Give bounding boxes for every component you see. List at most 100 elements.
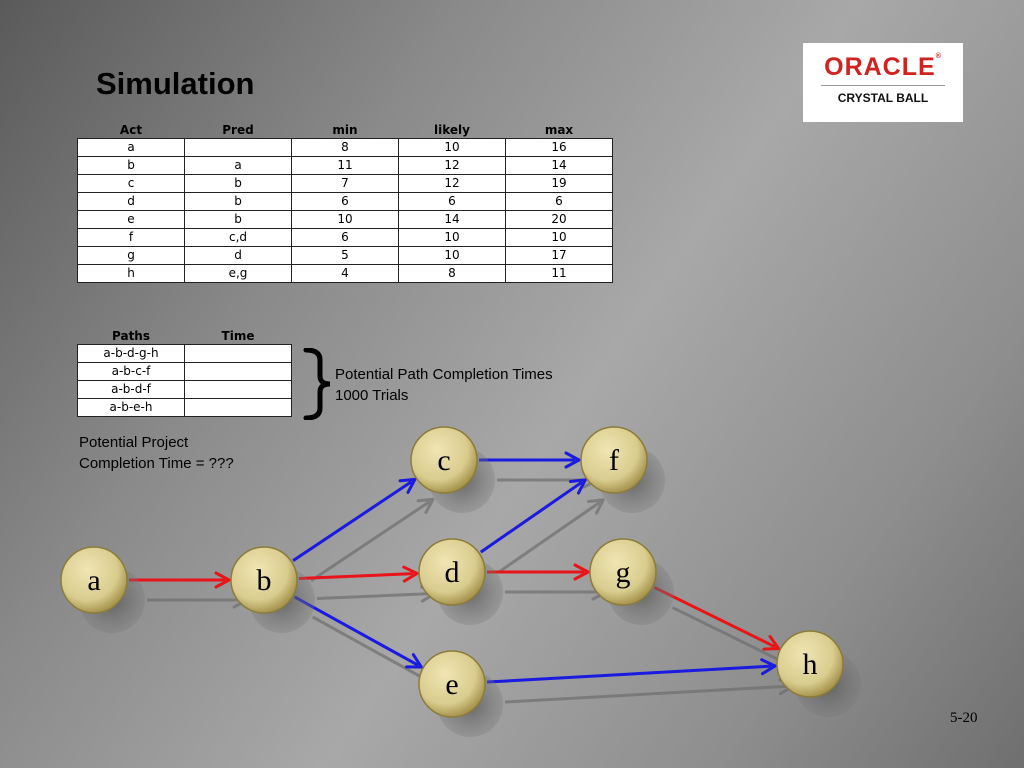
nodes: a b c d e f g h bbox=[60, 426, 844, 718]
cell-pred: b bbox=[184, 210, 292, 229]
cell-min: 7 bbox=[291, 174, 399, 193]
edge-shadow-b-d bbox=[316, 585, 437, 603]
cell-time bbox=[184, 344, 292, 363]
path-times-note: Potential Path Completion Times 1000 Tri… bbox=[335, 364, 553, 406]
path-times-note-line2: 1000 Trials bbox=[335, 387, 409, 404]
cell-min: 4 bbox=[291, 264, 399, 283]
cell-max: 19 bbox=[505, 174, 613, 193]
cell-act: h bbox=[77, 264, 185, 283]
cell-pred bbox=[184, 138, 292, 157]
header-min: min bbox=[332, 123, 358, 137]
node-label-b: b bbox=[257, 564, 272, 597]
cell-likely: 12 bbox=[398, 156, 506, 175]
cell-act: g bbox=[77, 246, 185, 265]
cell-act: a bbox=[77, 138, 185, 157]
edge-shadow-d-g bbox=[505, 583, 608, 601]
header-paths: Paths bbox=[112, 329, 150, 343]
cell-act: c bbox=[77, 174, 185, 193]
table-row: a-b-e-h bbox=[77, 398, 292, 417]
node-g: g bbox=[589, 538, 657, 606]
cell-time bbox=[184, 398, 292, 417]
table-row: f c,d 6 10 10 bbox=[77, 228, 613, 247]
cell-act: e bbox=[77, 210, 185, 229]
table-row: b a 11 12 14 bbox=[77, 156, 613, 175]
cell-likely: 10 bbox=[398, 138, 506, 157]
edge-a-b bbox=[129, 571, 231, 589]
oracle-crystal-ball-logo: ORACLE® CRYSTAL BALL bbox=[803, 43, 963, 122]
node-label-h: h bbox=[803, 648, 818, 681]
slide-title: Simulation bbox=[96, 66, 255, 101]
cell-time bbox=[184, 380, 292, 399]
cell-path: a-b-e-h bbox=[77, 398, 185, 417]
logo-divider bbox=[821, 85, 945, 86]
table-row: h e,g 4 8 11 bbox=[77, 264, 613, 283]
logo-product: CRYSTAL BALL bbox=[837, 91, 929, 105]
edge-e-h bbox=[486, 658, 777, 684]
cell-pred: d bbox=[184, 246, 292, 265]
edge-b-e bbox=[293, 595, 423, 669]
table-row: e b 10 14 20 bbox=[77, 210, 613, 229]
header-time: Time bbox=[221, 329, 255, 343]
edge-d-f bbox=[479, 478, 587, 554]
logo-brand: ORACLE® bbox=[824, 53, 942, 81]
path-times-note-line1: Potential Path Completion Times bbox=[335, 366, 553, 383]
cell-pred: e,g bbox=[184, 264, 292, 283]
edge-g-h bbox=[653, 586, 781, 651]
right-brace-icon bbox=[303, 348, 331, 420]
cell-act: d bbox=[77, 192, 185, 211]
node-label-d: d bbox=[445, 556, 460, 589]
edge-shadow-d-f bbox=[497, 498, 605, 574]
node-b: b bbox=[230, 546, 298, 614]
node-c: c bbox=[410, 426, 478, 494]
cell-likely: 6 bbox=[398, 192, 506, 211]
project-time-note: Potential Project Completion Time = ??? bbox=[79, 432, 234, 474]
edge-b-d bbox=[298, 565, 419, 583]
cell-max: 17 bbox=[505, 246, 613, 265]
node-d: d bbox=[418, 538, 486, 606]
paths-table: Paths Time a-b-d-g-h a-b-c-f a-b-d-f a-b… bbox=[77, 328, 292, 417]
cell-min: 8 bbox=[291, 138, 399, 157]
edge-shadow-e-h bbox=[504, 678, 795, 704]
node-e: e bbox=[418, 650, 486, 718]
cell-likely: 8 bbox=[398, 264, 506, 283]
table-row: a 8 10 16 bbox=[77, 138, 613, 157]
header-pred: Pred bbox=[222, 123, 254, 137]
edge-shadow-a-b bbox=[147, 591, 249, 609]
project-time-note-line1: Potential Project bbox=[79, 434, 189, 451]
paths-table-header: Paths Time bbox=[78, 328, 292, 345]
cell-max: 16 bbox=[505, 138, 613, 157]
cell-min: 6 bbox=[291, 228, 399, 247]
node-label-e: e bbox=[445, 668, 458, 701]
cell-likely: 14 bbox=[398, 210, 506, 229]
node-label-a: a bbox=[87, 564, 100, 597]
header-act: Act bbox=[119, 123, 143, 137]
cell-pred: b bbox=[184, 192, 292, 211]
edge-c-f bbox=[479, 451, 581, 469]
cell-min: 5 bbox=[291, 246, 399, 265]
node-h: h bbox=[776, 630, 844, 698]
cell-path: a-b-c-f bbox=[77, 362, 185, 381]
node-label-f: f bbox=[609, 444, 619, 477]
activity-table: Act Pred min likely max a 8 10 16 b a 11… bbox=[77, 122, 613, 283]
header-likely: likely bbox=[434, 123, 470, 137]
table-row: a-b-c-f bbox=[77, 362, 292, 381]
activity-table-header: Act Pred min likely max bbox=[78, 122, 613, 139]
node-f: f bbox=[580, 426, 648, 494]
edge-d-g bbox=[487, 563, 590, 581]
node-label-c: c bbox=[437, 444, 450, 477]
cell-pred: a bbox=[184, 156, 292, 175]
edges bbox=[129, 451, 781, 684]
node-a: a bbox=[60, 546, 128, 614]
header-max: max bbox=[544, 123, 574, 137]
cell-max: 11 bbox=[505, 264, 613, 283]
node-label-g: g bbox=[616, 556, 631, 589]
edge-shadow-b-c bbox=[310, 497, 435, 582]
cell-max: 6 bbox=[505, 192, 613, 211]
cell-act: f bbox=[77, 228, 185, 247]
page-number: 5-20 bbox=[950, 710, 978, 726]
edge-b-c bbox=[292, 477, 417, 562]
cell-likely: 10 bbox=[398, 246, 506, 265]
table-row: g d 5 10 17 bbox=[77, 246, 613, 265]
